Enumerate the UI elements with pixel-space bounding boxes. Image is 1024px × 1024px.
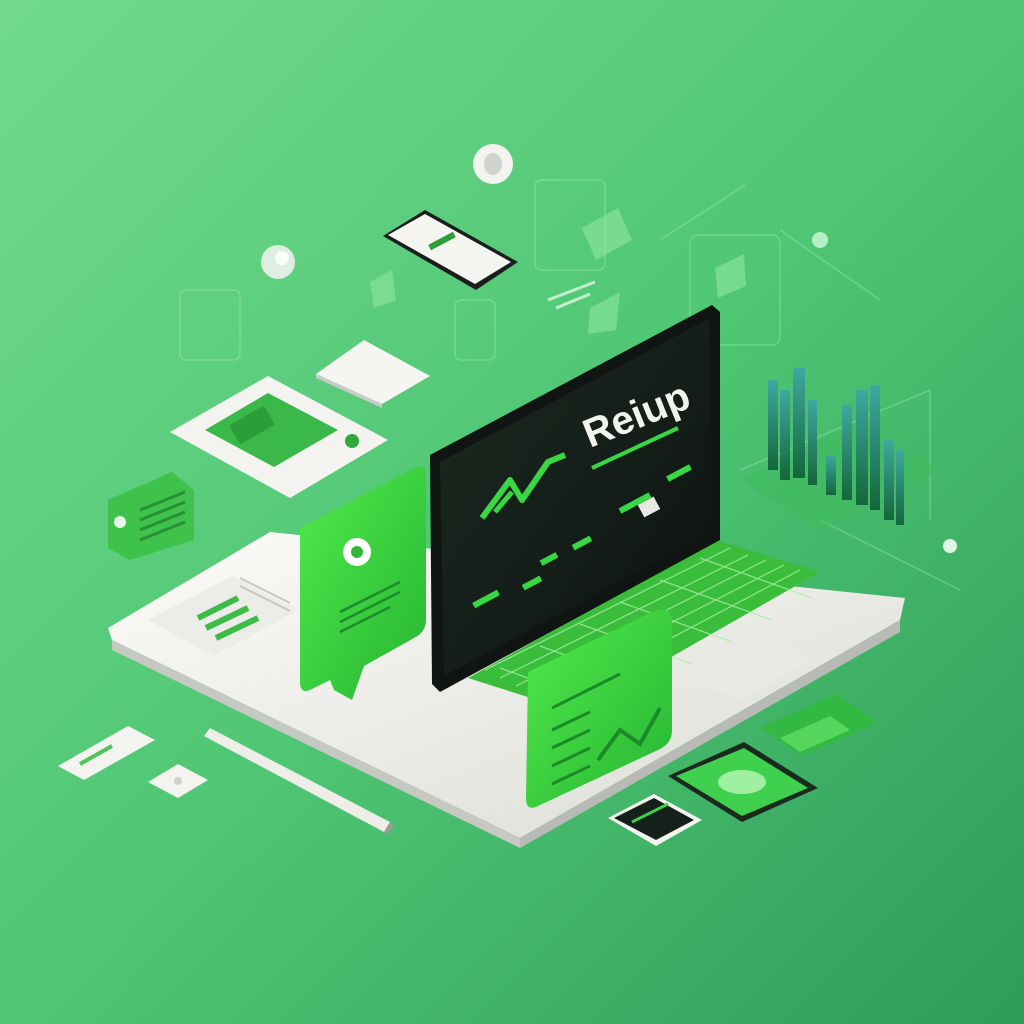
smartphone (383, 210, 518, 290)
pen (204, 728, 394, 834)
laptop-screen: Reiup (430, 305, 720, 692)
dot-right (943, 539, 957, 553)
paper-sheet (148, 576, 298, 656)
floating-shapes (370, 208, 746, 334)
tablet-card (170, 376, 388, 498)
small-card-b (148, 764, 208, 798)
small-card-a (58, 726, 155, 780)
document-icon (108, 472, 194, 560)
ring-icon (473, 144, 513, 184)
green-folder (760, 694, 878, 756)
green-tile-left (300, 466, 426, 700)
dot-top-right (812, 232, 828, 248)
note-card (316, 340, 430, 408)
photo-card (668, 742, 818, 822)
bar-chart-graphic (740, 368, 940, 530)
chat-card-lines (547, 280, 596, 310)
green-card-front (526, 609, 672, 808)
small-orb-icon (261, 245, 295, 279)
screen-chart-line (479, 452, 567, 520)
background-wireframes (179, 179, 961, 591)
mini-screen-card (608, 794, 702, 846)
